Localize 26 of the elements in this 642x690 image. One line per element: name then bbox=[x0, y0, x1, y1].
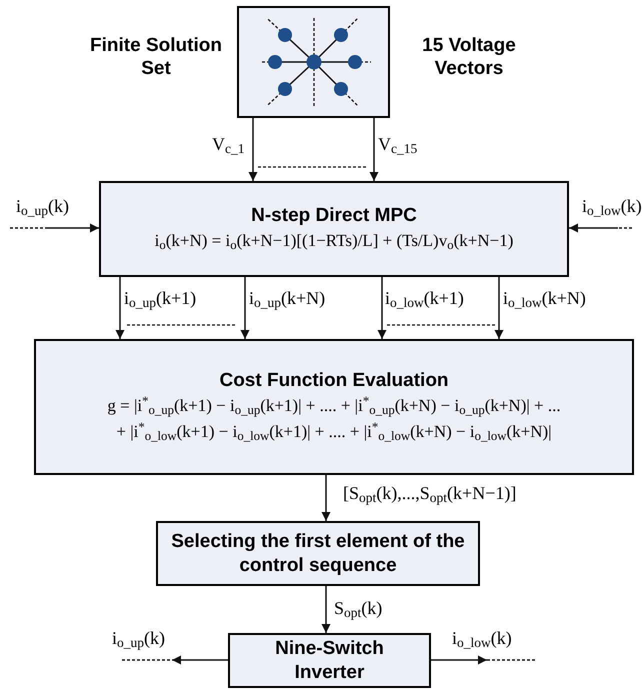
equation: i$_{o}$(k+N) = i$_{o}$(k+N−1)[(1−RTs)/L] + (Ts/L)v$_{o}$(k+N−1) bbox=[154, 230, 514, 254]
arrow bbox=[240, 277, 250, 339]
box-title: Nine-Switch Inverter bbox=[274, 636, 385, 684]
arrow bbox=[48, 224, 99, 232]
box-title: N-step Direct MPC bbox=[250, 204, 418, 228]
side-label: 15 Voltage Vectors bbox=[421, 34, 517, 80]
side-label: Finite Solution Set bbox=[89, 34, 223, 80]
arrow bbox=[322, 475, 330, 521]
equation: g = |i$^{*}$$_{o_up}$(k+1) − i$_{o_up}$(k+1)| + .... + |i$^{*}$$_{o_up}$(k+N) − i$_{o_up}$(k+N)| + ... bbox=[107, 393, 561, 419]
inverter-box bbox=[228, 633, 431, 688]
equation: + |i$^{*}$$_{o_low}$(k+1) − i$_{o_low}$(k+1)| + .... + |i$^{*}$$_{o_low}$(k+N) − i$_{o_low}$(k+N)| bbox=[116, 419, 552, 445]
arrow bbox=[569, 224, 618, 232]
arrow bbox=[116, 277, 124, 339]
arrow bbox=[248, 118, 258, 181]
selection-box bbox=[156, 521, 480, 586]
mpc-box bbox=[99, 181, 569, 277]
arrow bbox=[322, 586, 330, 633]
arrow bbox=[378, 277, 386, 339]
box-title: Selecting the first element of the control sequence bbox=[170, 530, 466, 578]
arrow bbox=[370, 118, 378, 181]
cost-function-box bbox=[34, 339, 634, 475]
box-title: Cost Function Evaluation bbox=[218, 369, 450, 393]
arrow bbox=[172, 656, 228, 664]
solution-set-box bbox=[237, 6, 390, 118]
arrow bbox=[494, 277, 504, 339]
arrow bbox=[431, 656, 487, 664]
